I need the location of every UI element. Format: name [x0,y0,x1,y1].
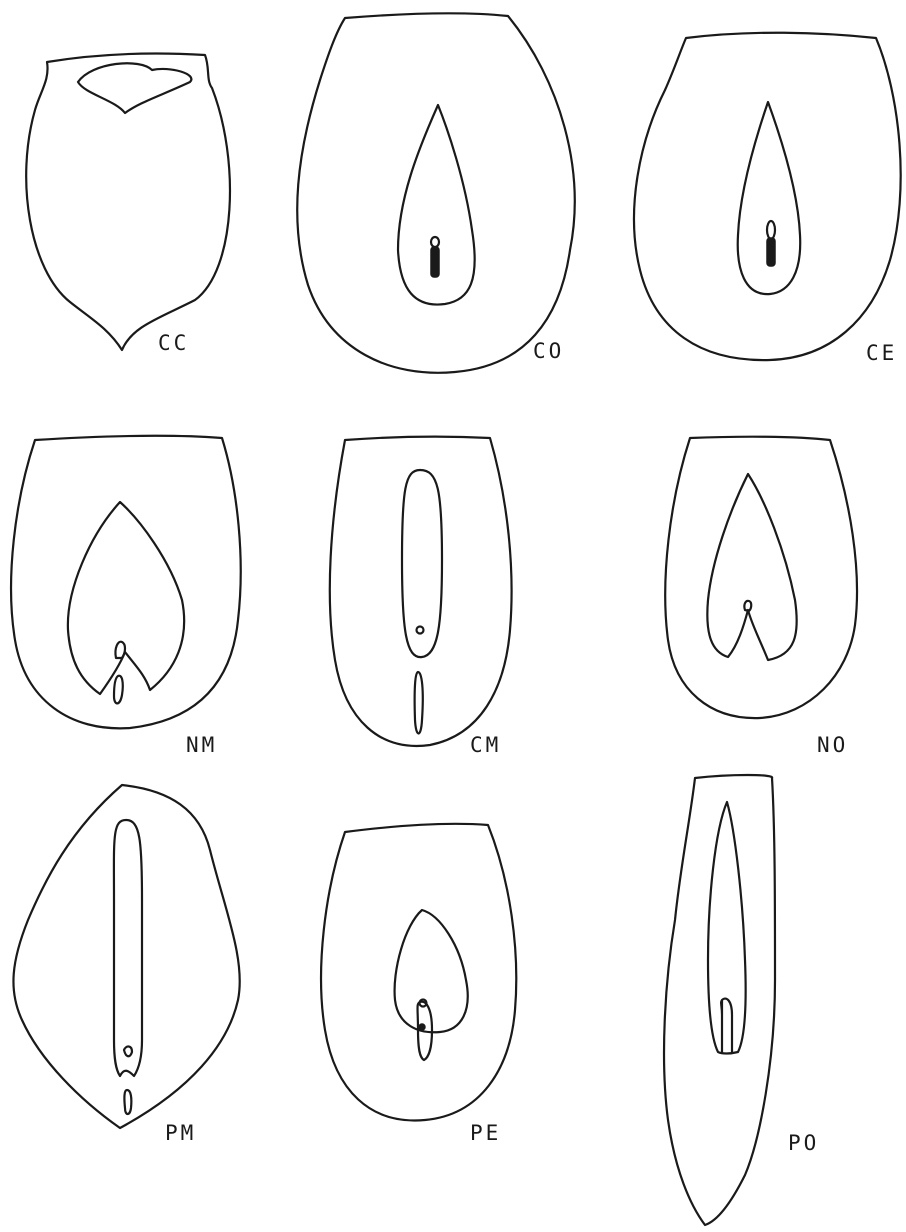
embryo-tip [420,1000,427,1007]
attachment-point [419,1024,425,1030]
endosperm-cavity [708,802,746,1054]
seed-outline [321,824,516,1121]
radicle [415,672,423,734]
panel-label: CC [158,331,189,355]
embryo-tip [417,627,424,634]
panel-po: PO [664,775,819,1225]
panel-label: CE [866,341,897,365]
embryo-axis [767,238,775,266]
seed-outline [26,54,230,350]
seed-outline [665,437,857,718]
panel-pe: PE [321,824,516,1145]
embryo-tip [115,642,125,658]
seed-outline [297,13,574,373]
panel-cm: CM [330,437,512,757]
seed-outline [13,785,239,1128]
endosperm-cavity [114,820,142,1076]
panel-co: CO [297,13,574,373]
panel-label: PE [470,1121,501,1145]
panel-nm: NM [11,436,241,757]
panel-no: NO [665,437,857,757]
endosperm-cavity [707,474,796,660]
endosperm-cavity [402,470,442,657]
panel-label: NO [817,733,848,757]
panel-label: NM [186,733,217,757]
panel-label: CO [533,339,564,363]
panel-ce: CE [634,33,901,365]
embryo-tip [124,1046,132,1056]
seed-outline [634,33,901,360]
seed-outline [664,775,775,1225]
embryo-outline [78,63,191,113]
panel-label: PO [788,1131,819,1155]
panel-pm: PM [13,785,239,1145]
endosperm-cavity [68,502,184,694]
radicle [124,1090,131,1114]
radicle [114,676,123,704]
embryo-tip [767,221,775,239]
panel-label: PM [165,1121,196,1145]
embryo-tip [431,237,439,247]
embryo-axis [721,999,732,1052]
seed-outline [11,436,241,729]
embryo-axis [431,247,439,277]
seed-outline [330,437,512,746]
panel-cc: CC [26,54,230,355]
panel-label: CM [470,733,501,757]
